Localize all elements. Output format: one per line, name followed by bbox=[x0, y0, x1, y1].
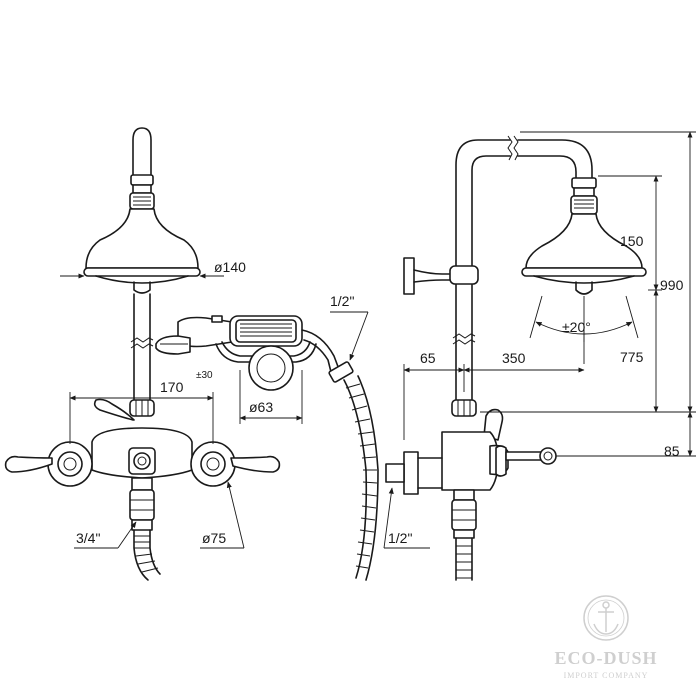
dim-tilt-angle: ±20° bbox=[562, 319, 591, 335]
side-view bbox=[385, 135, 647, 581]
dim-hose-thread-top: 1/2" bbox=[330, 293, 354, 309]
dim-total-990: 990 bbox=[660, 277, 684, 293]
watermark-brand: ECO-DUSH bbox=[554, 648, 657, 668]
dimension-labels: ø140 170 ±30 ø63 3/4" ø75 1/2" 1/2" 65 3… bbox=[76, 233, 684, 546]
dim-mixer-85: 85 bbox=[664, 443, 680, 459]
dim-head-diameter: ø140 bbox=[214, 259, 246, 275]
watermark-tagline: IMPORT COMPANY bbox=[564, 671, 649, 680]
dim-centers-tolerance: ±30 bbox=[196, 370, 213, 381]
dim-arm-350: 350 bbox=[502, 350, 526, 366]
dim-centers: 170 bbox=[160, 379, 184, 395]
dim-wall-flange-diameter: ø75 bbox=[202, 530, 226, 546]
dim-hose-thread-bottom: 1/2" bbox=[388, 530, 412, 546]
dimension-lines bbox=[60, 131, 696, 549]
hand-shower bbox=[155, 315, 379, 581]
front-view bbox=[4, 127, 281, 581]
dim-height-775: 775 bbox=[620, 349, 644, 365]
dim-handshower-diameter: ø63 bbox=[249, 399, 273, 415]
dim-inlet-thread: 3/4" bbox=[76, 530, 100, 546]
dim-head-height-150: 150 bbox=[620, 233, 644, 249]
dim-offset-65: 65 bbox=[420, 350, 436, 366]
anchor-icon bbox=[583, 595, 629, 641]
watermark: ECO-DUSH IMPORT COMPANY bbox=[554, 595, 657, 680]
